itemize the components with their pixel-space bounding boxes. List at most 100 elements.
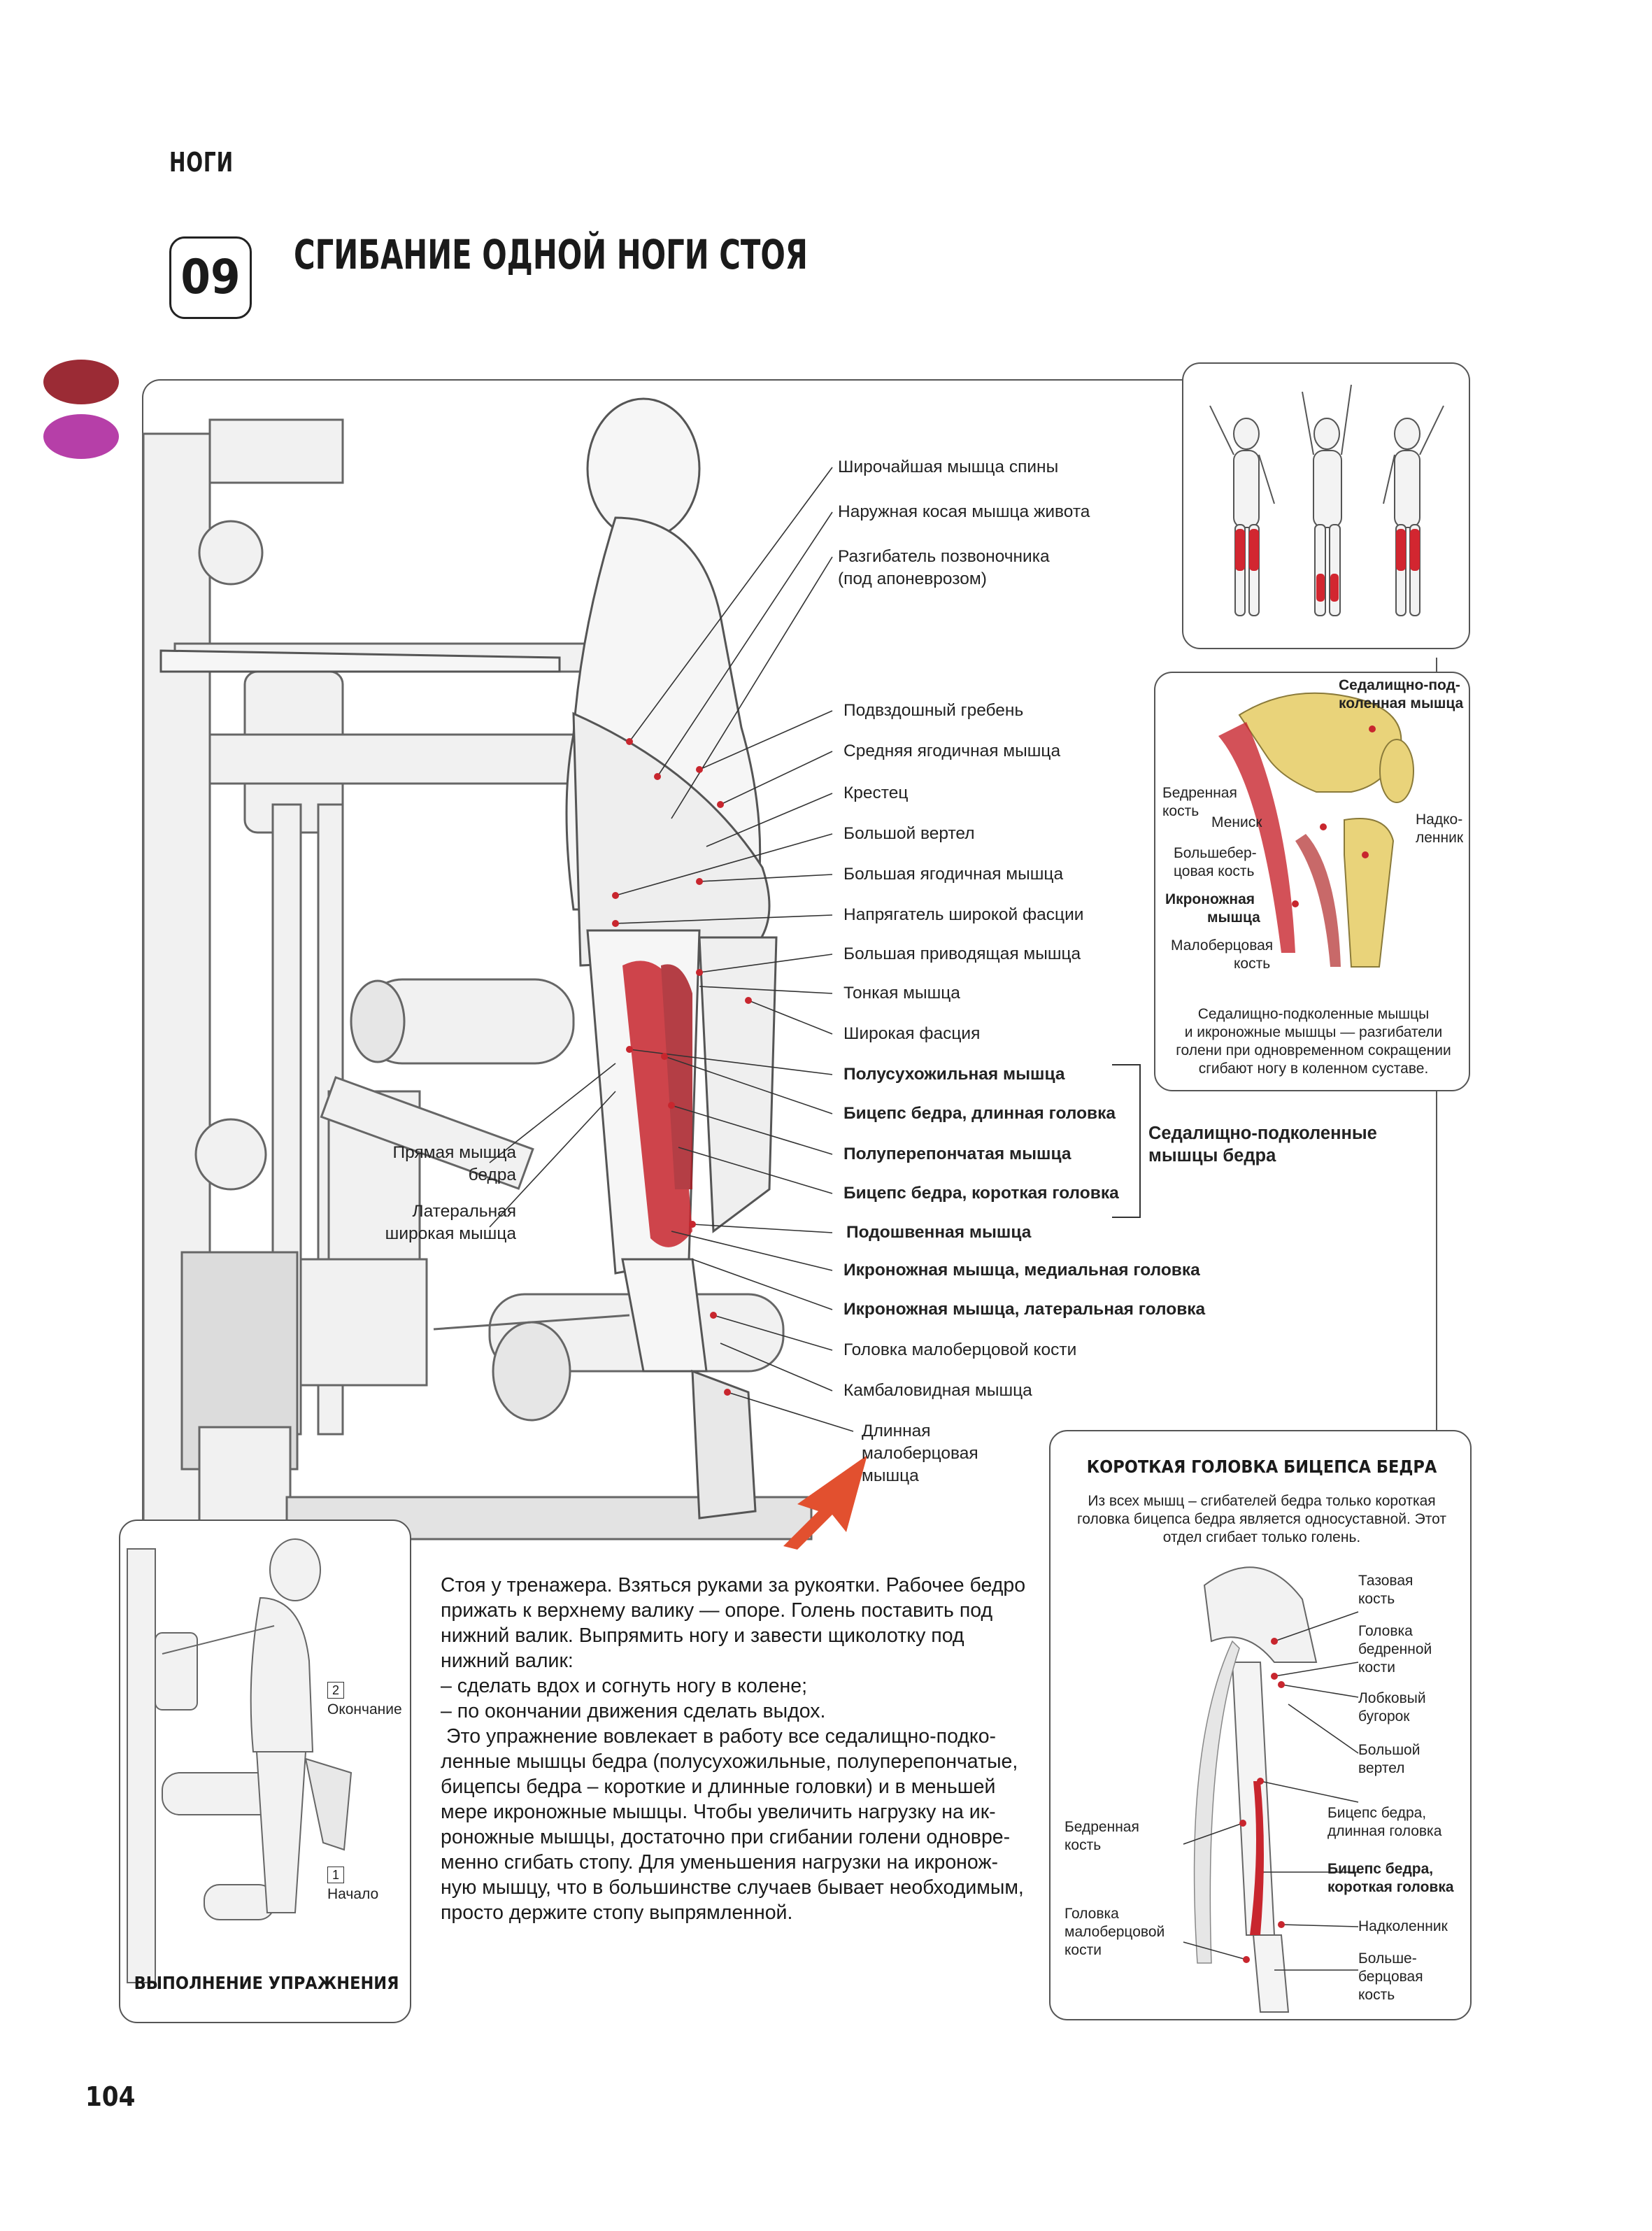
bone-label-biceps-short-1: Бицепс бедра, [1327, 1861, 1434, 1877]
target-muscles-panel [1182, 362, 1470, 649]
desc-line-5: – сделать вдох и согнуть ногу в колене; [441, 1675, 808, 1697]
bone-label-femur-1: Бедренная [1064, 1819, 1139, 1835]
knee-label-patella-2: ленник [1416, 830, 1464, 846]
label-plantaris: Подошвенная мышца [846, 1223, 1032, 1242]
leader-lines [489, 467, 854, 1432]
knee-label-femur-2: кость [1162, 803, 1199, 819]
bone-label-pubic-2: бугорок [1358, 1708, 1410, 1724]
bone-label-femur-2: кость [1064, 1837, 1102, 1853]
step-end-marker: 2 [327, 1682, 344, 1699]
execution-title: ВЫПОЛНЕНИЕ УПРАЖНЕНИЯ [134, 1973, 399, 1993]
label-latissimus: Широчайшая мышца спины [838, 458, 1059, 476]
desc-line-14: просто держите стопу выпрямленной. [441, 1901, 793, 1924]
knee-label-gastrocnemius-2: мышца [1207, 909, 1260, 926]
bone-label-biceps-short-2: короткая головка [1327, 1879, 1454, 1895]
label-erector-spinae-note: (под апоневрозом) [838, 569, 987, 588]
label-peroneus-longus-3: мышца [862, 1466, 919, 1485]
knee-caption-3: голени при одновременном сокращении [1176, 1042, 1451, 1058]
label-gastrocnemius-lateral: Икроножная мышца, латеральная головка [843, 1300, 1206, 1319]
label-peroneus-longus-1: Длинная [862, 1422, 931, 1440]
bone-label-fibula-head-3: кости [1064, 1942, 1102, 1958]
bone-label-pelvis-1: Тазовая [1358, 1573, 1414, 1589]
execution-illustration [127, 1538, 353, 1983]
exercise-execution-panel: 2 Окончание 1 Начало ВЫПОЛНЕНИЕ УПРАЖНЕН… [119, 1520, 411, 2023]
biceps-desc-1: Из всех мышц – сгибателей бедра только к… [1088, 1493, 1436, 1509]
desc-line-3: нижний валик. Выпрямить ногу и завести щ… [441, 1624, 964, 1647]
bone-label-trochanter-2: вертел [1358, 1760, 1405, 1776]
knee-label-femur-1: Бедренная [1162, 785, 1237, 801]
label-greater-trochanter: Большой вертел [843, 824, 975, 843]
leg-bone-illustration [1183, 1566, 1359, 2013]
step-start-label: Начало [327, 1886, 379, 1902]
label-gluteus-maximus: Большая ягодичная мышца [843, 865, 1064, 884]
bone-label-pubic-1: Лобковый [1358, 1690, 1426, 1706]
biceps-desc-3: отдел сгибает только голень. [1162, 1529, 1361, 1545]
bone-label-fibula-head-2: малоберцовой [1064, 1924, 1165, 1940]
label-adductor-magnus: Большая приводящая мышца [843, 944, 1081, 963]
bone-label-femur-head-1: Головка [1358, 1623, 1413, 1639]
bone-label-trochanter-1: Большой [1358, 1742, 1420, 1758]
desc-line-2: прижать к верхнему валику — опоре. Голен… [441, 1599, 993, 1622]
desc-line-4: нижний валик: [441, 1650, 574, 1672]
exercise-number: 09 [180, 250, 241, 305]
bone-label-tibia-2: берцовая [1358, 1969, 1423, 1985]
section-color-marker-bottom [43, 414, 119, 459]
desc-line-7: Это упражнение вовлекает в работу все се… [446, 1725, 997, 1748]
label-vastus-lateralis-2: широкая мышца [385, 1224, 516, 1243]
label-semitendinosus: Полусухожильная мышца [843, 1065, 1065, 1084]
knee-label-fibula-2: кость [1234, 956, 1271, 972]
label-rectus-femoris-1: Прямая мышца [392, 1143, 516, 1162]
section-color-marker-top [43, 360, 119, 404]
section-heading: НОГИ [169, 147, 234, 178]
desc-line-13: ную мышцу, что в большинстве случаев быв… [441, 1876, 1024, 1899]
label-peroneus-longus-2: малоберцовая [862, 1444, 978, 1463]
desc-line-12: менно сгибать стопу. Для уменьшения нагр… [441, 1851, 998, 1874]
biceps-desc-2: головка бицепса бедра является односуста… [1077, 1511, 1446, 1527]
knee-anatomy-panel: Седалищно-под- коленная мышца Бедренная … [1154, 672, 1470, 1091]
exercise-number-box [169, 236, 252, 319]
label-external-oblique: Наружная косая мышца живота [838, 502, 1090, 521]
desc-line-6: – по окончании движения сделать выдох. [441, 1700, 826, 1722]
knee-label-hamstring-2: коленная мышца [1339, 695, 1464, 711]
label-fascia-lata: Широкая фасция [843, 1024, 981, 1043]
step-start-marker: 1 [327, 1867, 344, 1883]
label-biceps-short-head: Бицепс бедра, короткая головка [843, 1184, 1119, 1203]
label-semimembranosus: Полуперепончатая мышца [843, 1145, 1071, 1163]
label-sacrum: Крестец [843, 784, 909, 802]
bone-label-femur-head-3: кости [1358, 1659, 1395, 1676]
knee-caption-2: и икроножные мышцы — разгибатели [1184, 1024, 1443, 1040]
exercise-title: СГИБАНИЕ ОДНОЙ НОГИ СТОЯ [294, 231, 808, 278]
page-number: 104 [85, 2081, 136, 2112]
bone-label-fibula-head-1: Головка [1064, 1906, 1119, 1922]
label-vastus-lateralis-1: Латеральная [412, 1202, 516, 1221]
biceps-panel-title: КОРОТКАЯ ГОЛОВКА БИЦЕПСА БЕДРА [1086, 1457, 1437, 1477]
biceps-short-head-panel: КОРОТКАЯ ГОЛОВКА БИЦЕПСА БЕДРА Из всех м… [1049, 1430, 1472, 2020]
knee-label-tibia-1: Большебер- [1174, 845, 1257, 861]
anatomy-figures-icon [1209, 384, 1444, 616]
machine-illustration [142, 418, 813, 1541]
knee-label-tibia-2: цовая кость [1174, 863, 1255, 879]
bone-label-biceps-long-2: длинная головка [1327, 1823, 1442, 1839]
hamstring-bracket [1112, 1064, 1141, 1218]
knee-caption-4: сгибают ногу в коленном суставе. [1198, 1061, 1429, 1077]
step-end-label: Окончание [327, 1701, 402, 1717]
bone-label-tibia-1: Больше- [1358, 1950, 1417, 1967]
knee-label-fibula-1: Малоберцовая [1171, 937, 1274, 954]
knee-caption-1: Седалищно-подколенные мышцы [1197, 1006, 1430, 1022]
label-gastrocnemius-medial: Икроножная мышца, медиальная головка [843, 1261, 1200, 1280]
desc-line-8: ленные мышцы бедра (полусухожильные, пол… [441, 1750, 1018, 1773]
knee-label-patella-1: Надко- [1416, 812, 1463, 828]
bone-label-tibia-3: кость [1358, 1987, 1395, 2003]
hamstring-highlight [622, 961, 692, 1247]
knee-label-gastrocnemius-1: Икроножная [1165, 891, 1255, 907]
label-erector-spinae: Разгибатель позвоночника [838, 547, 1050, 566]
label-gluteus-medius: Средняя ягодичная мышца [843, 742, 1061, 760]
direction-arrow [783, 1455, 867, 1550]
desc-line-11: роножные мышцы, достаточно при сгибании … [441, 1826, 1011, 1848]
leader-dots [612, 738, 752, 1396]
bone-label-femur-head-2: бедренной [1358, 1641, 1432, 1657]
label-hamstrings-group-2: мышцы бедра [1148, 1146, 1276, 1166]
label-gracilis: Тонкая мышца [843, 984, 960, 1003]
bone-label-biceps-long-1: Бицепс бедра, [1327, 1805, 1427, 1821]
